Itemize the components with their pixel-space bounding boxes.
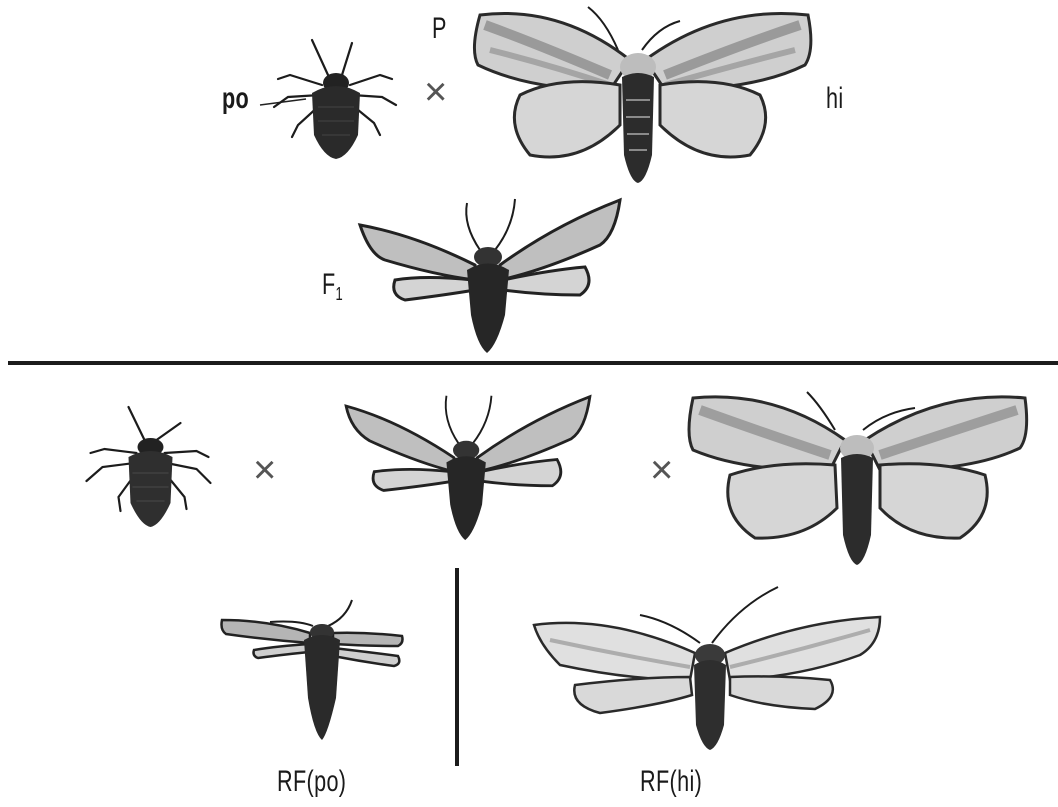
cross-symbol: × (650, 448, 674, 493)
hybrid-short-winged-moth-icon (355, 195, 625, 355)
label-f1: F1 (322, 268, 343, 305)
label-p: P (432, 12, 447, 46)
hybrid-short-winged-moth-icon (218, 598, 408, 743)
wingless-female-moth-icon (82, 405, 217, 535)
label-f1-sub: 1 (336, 284, 344, 304)
label-f1-main: F (322, 268, 336, 301)
winged-moth-icon (470, 5, 815, 185)
label-rf-po: RF(po) (277, 765, 346, 799)
label-po: po (222, 82, 249, 116)
winged-moth-icon (530, 585, 885, 755)
cross-symbol: × (253, 448, 277, 493)
label-hi: hi (826, 82, 844, 116)
generation-divider (0, 358, 1058, 368)
wingless-female-moth-icon (270, 35, 400, 165)
hybrid-short-winged-moth-icon (333, 392, 603, 542)
winged-moth-icon (685, 390, 1030, 570)
offspring-divider (452, 568, 462, 768)
label-rf-hi: RF(hi) (640, 765, 702, 799)
cross-symbol: × (424, 70, 448, 115)
